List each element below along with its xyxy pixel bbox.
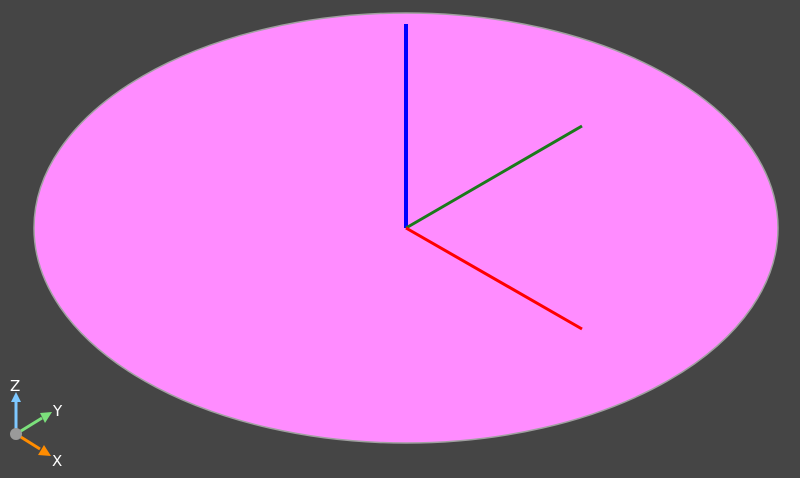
orientation-triad[interactable]: Z Y X [0,370,90,478]
triad-y-arrowhead-icon [40,412,52,423]
triad-y-label: Y [52,402,63,420]
triad-x-arrowhead-icon [38,445,51,456]
y-axis-line [405,124,583,230]
x-axis-line [405,226,583,331]
triad-z-label: Z [10,377,20,395]
triad-origin-icon [10,428,22,440]
triad-z-arrowhead-icon [11,392,21,402]
triad-x-label: X [52,452,62,470]
